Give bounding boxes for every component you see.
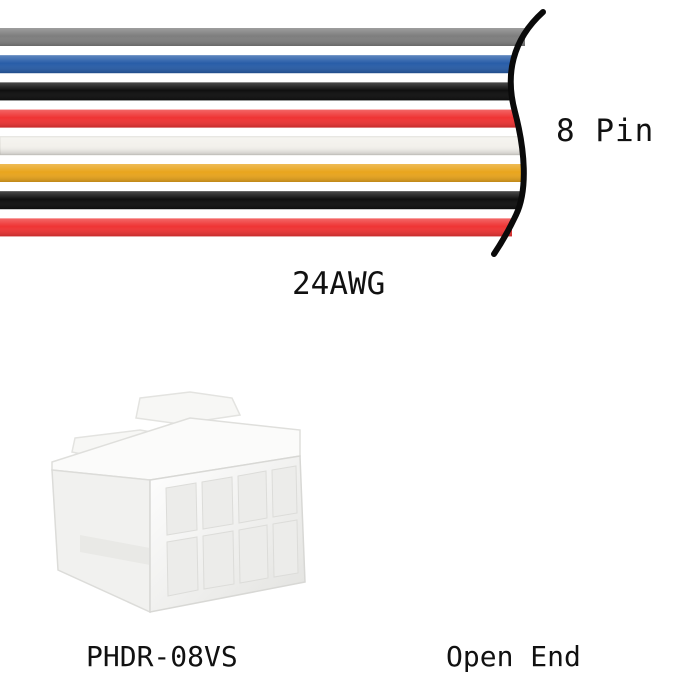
wire-shading	[0, 55, 512, 74]
connector-illustration	[51, 391, 306, 614]
open-end-label: Open End	[446, 640, 581, 673]
wire-group	[0, 28, 525, 237]
wire-shading	[0, 164, 524, 182]
wire-shading	[0, 191, 520, 210]
wire-gauge-label: 24AWG	[292, 266, 386, 302]
wire-shading	[0, 82, 511, 101]
wire-shading	[0, 218, 512, 237]
connector-model-label: PHDR-08VS	[86, 640, 238, 673]
wire-shading	[0, 28, 525, 46]
wire-shading	[0, 136, 522, 155]
wire-shading	[0, 109, 516, 128]
pin-count-label: 8 Pin	[556, 113, 655, 149]
cable-cut-line	[491, 9, 546, 257]
